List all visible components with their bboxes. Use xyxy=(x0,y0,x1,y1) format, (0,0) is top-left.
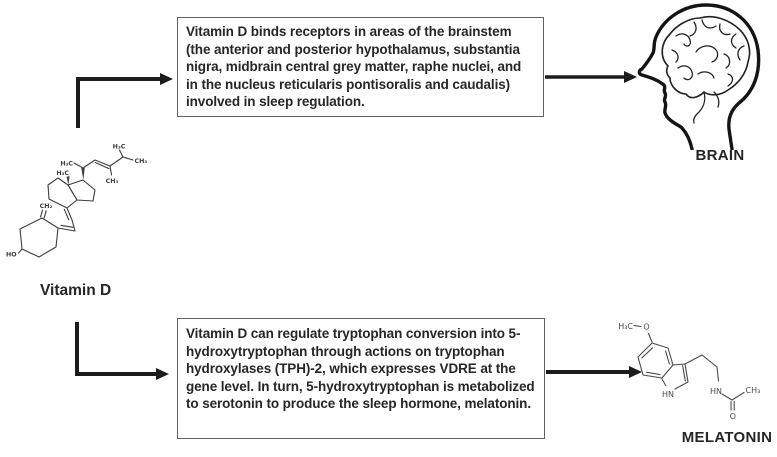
mel-methoxy-oxygen-label: O xyxy=(643,323,649,332)
melatonin-label: MELATONIN xyxy=(681,429,773,446)
vitd-c27-methyl-label: CH₃ xyxy=(135,158,148,165)
brain-pathway-text: Vitamin D binds receptors in areas of th… xyxy=(186,24,522,110)
mel-acetyl-methyl-label: CH₃ xyxy=(746,386,761,395)
mel-methoxy-methyl-label: H₃C xyxy=(618,322,633,331)
melatonin-pathway-box: Vitamin D can regulate tryptophan conver… xyxy=(177,318,545,439)
vitamin-d-structure-icon: H₃C H₃C CH₃ CH₃ H₃C CH₂ HO xyxy=(6,144,148,259)
arrow-brain-box-to-brain xyxy=(545,71,637,83)
vitd-hydroxyl-label: HO xyxy=(6,252,17,259)
arrow-vitamind-to-melatonin-box xyxy=(75,322,169,380)
mel-carbonyl-oxygen-label: O xyxy=(730,412,736,421)
mel-indole-nh-label: HN xyxy=(662,390,674,399)
vitd-c18-methyl-label: H₃C xyxy=(56,170,69,177)
vitd-c24-methyl-label: CH₃ xyxy=(106,178,119,185)
vitd-c21-methyl-label: H₃C xyxy=(60,161,73,168)
melatonin-pathway-text: Vitamin D can regulate tryptophan conver… xyxy=(186,326,535,412)
brain-pathway-box: Vitamin D binds receptors in areas of th… xyxy=(177,17,544,117)
arrow-vitamind-to-brain-box xyxy=(76,73,173,128)
melatonin-structure-icon: H₃C O HN HN CH₃ O xyxy=(618,322,761,421)
vitd-c26-methyl-label: H₃C xyxy=(113,144,126,151)
vitamin-d-label: Vitamin D xyxy=(40,282,112,299)
mel-amide-nh-label: HN xyxy=(710,387,722,396)
arrow-melatonin-box-to-melatonin xyxy=(546,366,642,378)
vitd-c19-methylene-label: CH₂ xyxy=(40,203,53,210)
brain-label: BRAIN xyxy=(695,147,745,164)
brain-icon xyxy=(637,3,761,150)
